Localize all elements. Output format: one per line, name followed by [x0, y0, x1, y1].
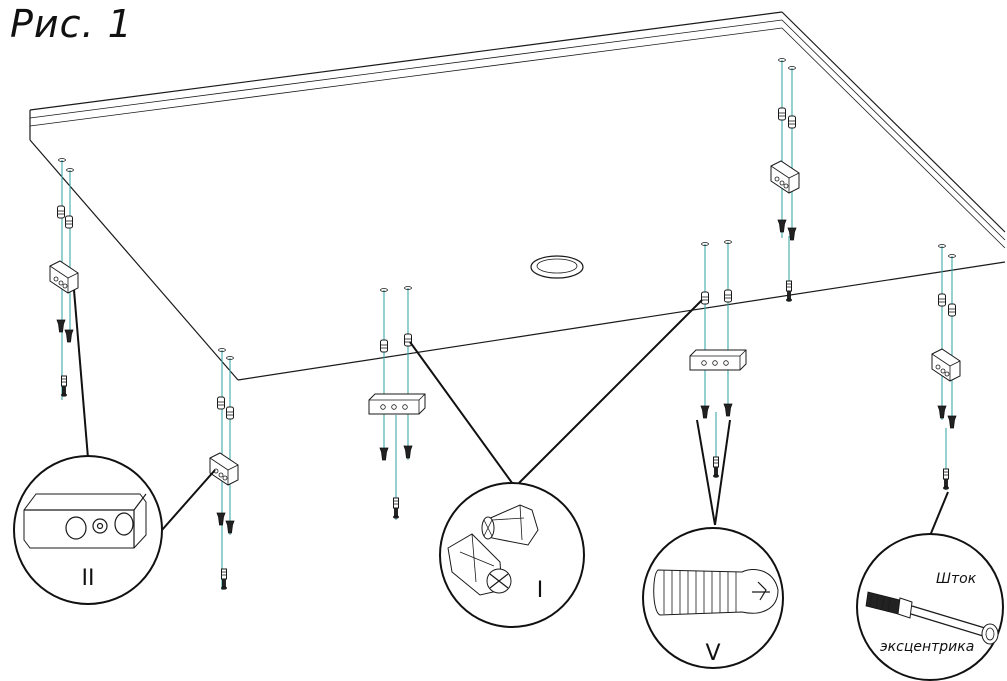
fastener-stack-center [368, 286, 426, 520]
detail-circle-V: V [642, 527, 784, 669]
detail-stem-label-line2: эксцентрика [880, 639, 974, 655]
figure-title: Рис. 1 [10, 2, 133, 46]
detail-circle-I: I [439, 482, 585, 628]
detail-V-label: V [705, 641, 720, 666]
detail-II-label: II [82, 566, 95, 591]
callout-leaders [73, 289, 949, 561]
detail-I-label: I [537, 578, 544, 603]
fastener-stack-far-right [931, 244, 961, 490]
fastener-stack-front-left [209, 348, 239, 590]
detail-stem-label-line1: Шток [936, 571, 977, 587]
detail-circle-II: II [13, 455, 163, 605]
fastener-stack-left [49, 158, 79, 400]
detail-circle-stem: Шток эксцентрика [856, 533, 1004, 681]
table-top [29, 11, 1006, 381]
center-hole [530, 255, 584, 279]
fastener-stack-right-center [689, 240, 747, 478]
fastener-stack-back-right [770, 58, 800, 302]
